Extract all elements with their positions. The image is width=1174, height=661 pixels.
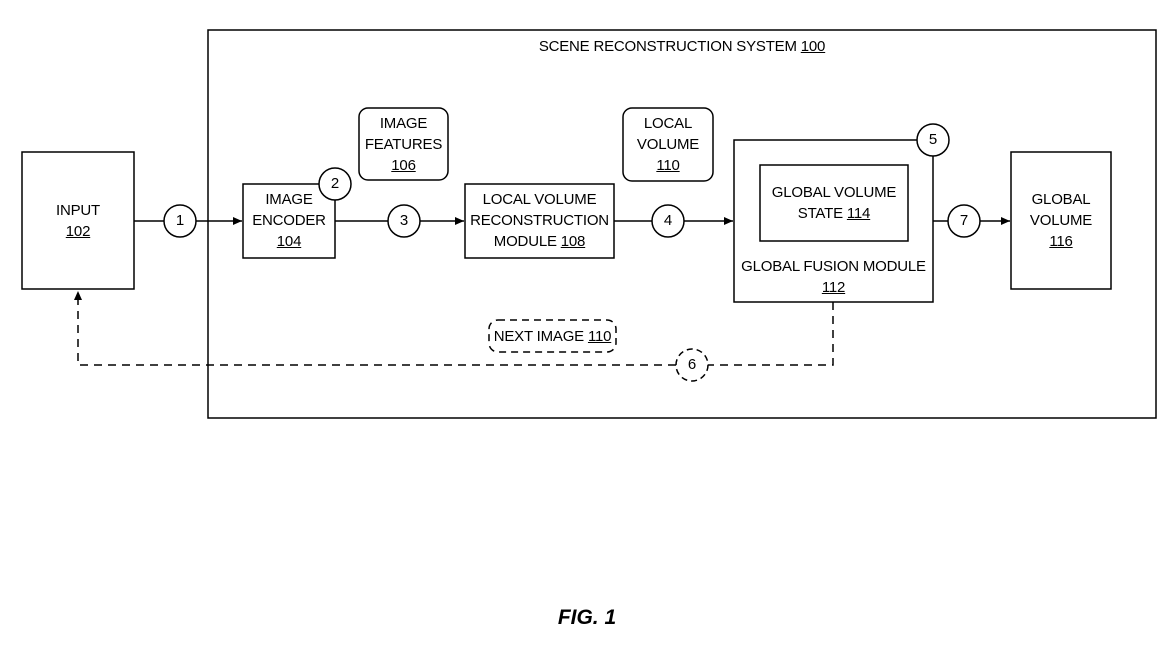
step-7-number: 7	[959, 212, 969, 229]
global-volume-state-ref: 114	[846, 205, 871, 222]
system-boundary	[207, 29, 1157, 419]
input-text: INPUT	[55, 202, 100, 219]
image-features-box	[358, 107, 449, 181]
local-volume-recon-label: LOCAL VOLUME RECONSTRUCTION MODULE 108	[465, 189, 614, 252]
global-volume-box	[1010, 151, 1112, 290]
image-features-line1: IMAGE	[379, 115, 428, 132]
global-volume-state-box	[759, 164, 909, 242]
system-ref: 100	[800, 38, 826, 55]
step-3-circle	[387, 204, 421, 238]
step-1-number: 1	[175, 212, 185, 229]
step-4-circle	[651, 204, 685, 238]
local-volume-recon-ref: 108	[560, 233, 586, 250]
local-volume-label: LOCAL VOLUME 110	[623, 113, 713, 176]
feedback-path-left	[74, 291, 676, 366]
input-ref: 102	[65, 223, 91, 240]
feedback-path-right	[708, 302, 834, 366]
global-volume-line1: GLOBAL	[1031, 191, 1091, 208]
image-features-line2: FEATURES	[364, 136, 443, 153]
image-encoder-line2: ENCODER	[252, 212, 326, 229]
global-fusion-ref: 112	[821, 279, 846, 296]
global-volume-state-line2: STATE	[797, 205, 843, 222]
image-encoder-line1: IMAGE	[265, 191, 313, 208]
local-volume-recon-line2: RECONSTRUCTION	[470, 212, 609, 229]
global-volume-label: GLOBAL VOLUME 116	[1011, 189, 1111, 252]
local-volume-line2: VOLUME	[636, 136, 700, 153]
step-2-number: 2	[330, 175, 340, 192]
global-fusion-label: GLOBAL FUSION MODULE 112	[734, 256, 933, 298]
figure-caption: FIG. 1	[557, 606, 617, 629]
system-name: SCENE RECONSTRUCTION SYSTEM	[538, 38, 797, 55]
local-volume-recon-line3: MODULE	[493, 233, 557, 250]
global-volume-state-label: GLOBAL VOLUME STATE 114	[760, 182, 908, 224]
step-6-circle	[675, 348, 709, 382]
step-6-number: 6	[687, 356, 697, 373]
image-encoder-label: IMAGE ENCODER 104	[243, 189, 335, 252]
step-5-circle	[916, 123, 950, 157]
next-image-box	[488, 319, 617, 353]
global-fusion-text: GLOBAL FUSION MODULE	[741, 258, 926, 275]
system-title: SCENE RECONSTRUCTION SYSTEM 100	[208, 36, 1156, 57]
global-volume-state-line1: GLOBAL VOLUME	[771, 184, 897, 201]
global-volume-ref: 116	[1049, 233, 1073, 250]
image-encoder-ref: 104	[276, 233, 302, 250]
step-1-circle	[163, 204, 197, 238]
next-image-ref: 110	[587, 328, 612, 345]
image-features-label: IMAGE FEATURES 106	[359, 113, 448, 176]
next-image-label: NEXT IMAGE 110	[489, 326, 616, 347]
global-volume-line2: VOLUME	[1029, 212, 1093, 229]
step-7-circle	[947, 204, 981, 238]
local-volume-ref: 110	[656, 157, 680, 174]
step-2-circle	[318, 167, 352, 201]
image-features-ref: 106	[391, 157, 416, 174]
local-volume-line1: LOCAL	[643, 115, 693, 132]
step-4-number: 4	[663, 212, 673, 229]
step-3-number: 3	[399, 212, 409, 229]
input-label: INPUT 102	[22, 200, 134, 242]
local-volume-recon-line1: LOCAL VOLUME	[482, 191, 597, 208]
local-volume-box	[622, 107, 714, 182]
next-image-text: NEXT IMAGE	[493, 328, 584, 345]
step-5-number: 5	[928, 131, 938, 148]
